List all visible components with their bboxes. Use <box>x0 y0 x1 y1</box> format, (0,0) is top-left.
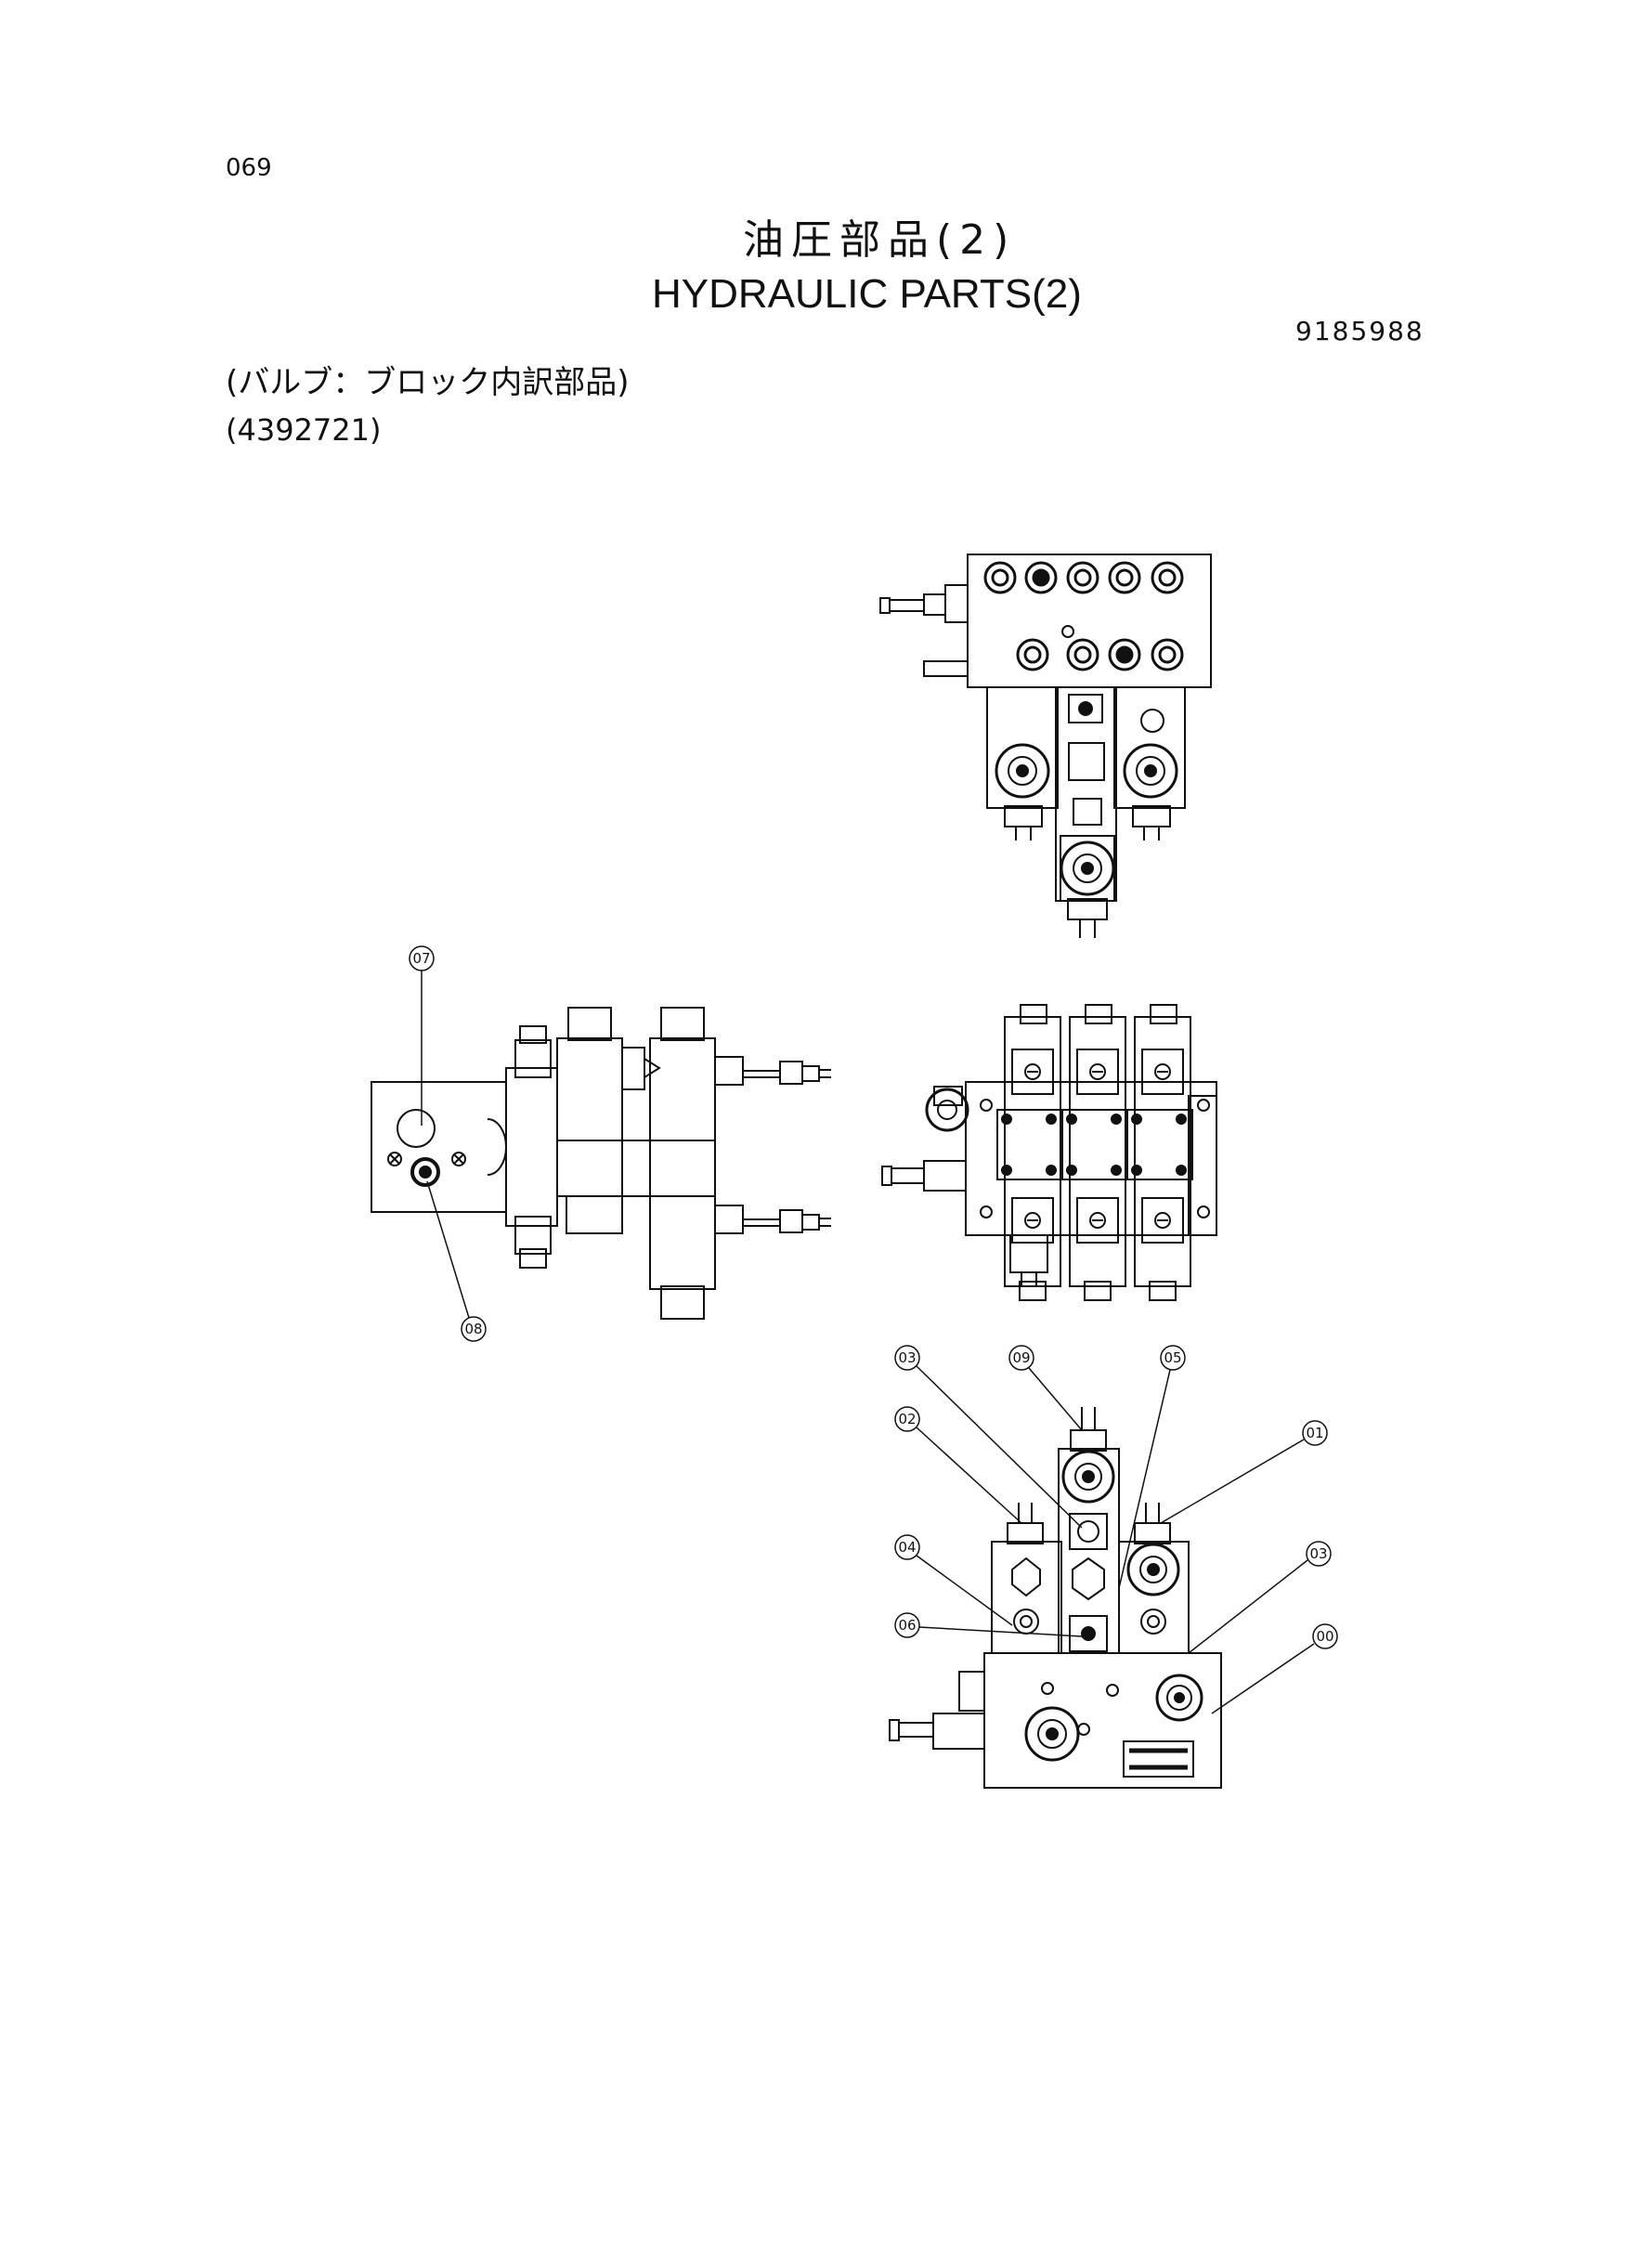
callout-label: 03 <box>1309 1545 1327 1562</box>
callouts <box>410 946 1337 1713</box>
callout-label: 06 <box>898 1617 916 1634</box>
front-view <box>882 1005 1216 1300</box>
side-view <box>371 1008 831 1319</box>
callout-label: 00 <box>1316 1628 1333 1645</box>
title-english: HYDRAULIC PARTS(2) <box>652 271 1082 317</box>
top-view <box>880 554 1211 938</box>
callout-label: 01 <box>1306 1425 1323 1441</box>
bottom-view <box>890 1407 1221 1788</box>
callout-labels: 07 08 03 09 05 02 01 04 03 06 00 <box>412 950 1333 1645</box>
callout-label: 07 <box>412 950 430 967</box>
subtitle-part-number: (4392721) <box>226 412 382 448</box>
callout-label: 02 <box>898 1411 916 1427</box>
callout-label: 03 <box>898 1349 916 1366</box>
title-japanese: 油圧部品(2) <box>743 216 1017 264</box>
subtitle-japanese: (バルブ：ブロック内訳部品) <box>226 364 630 401</box>
callout-label: 04 <box>898 1539 916 1556</box>
page-number: 069 <box>226 154 272 182</box>
callout-label: 09 <box>1012 1349 1030 1366</box>
callout-label: 08 <box>464 1321 482 1337</box>
assembly-part-number: 9185988 <box>1295 316 1424 346</box>
callout-label: 05 <box>1164 1349 1181 1366</box>
